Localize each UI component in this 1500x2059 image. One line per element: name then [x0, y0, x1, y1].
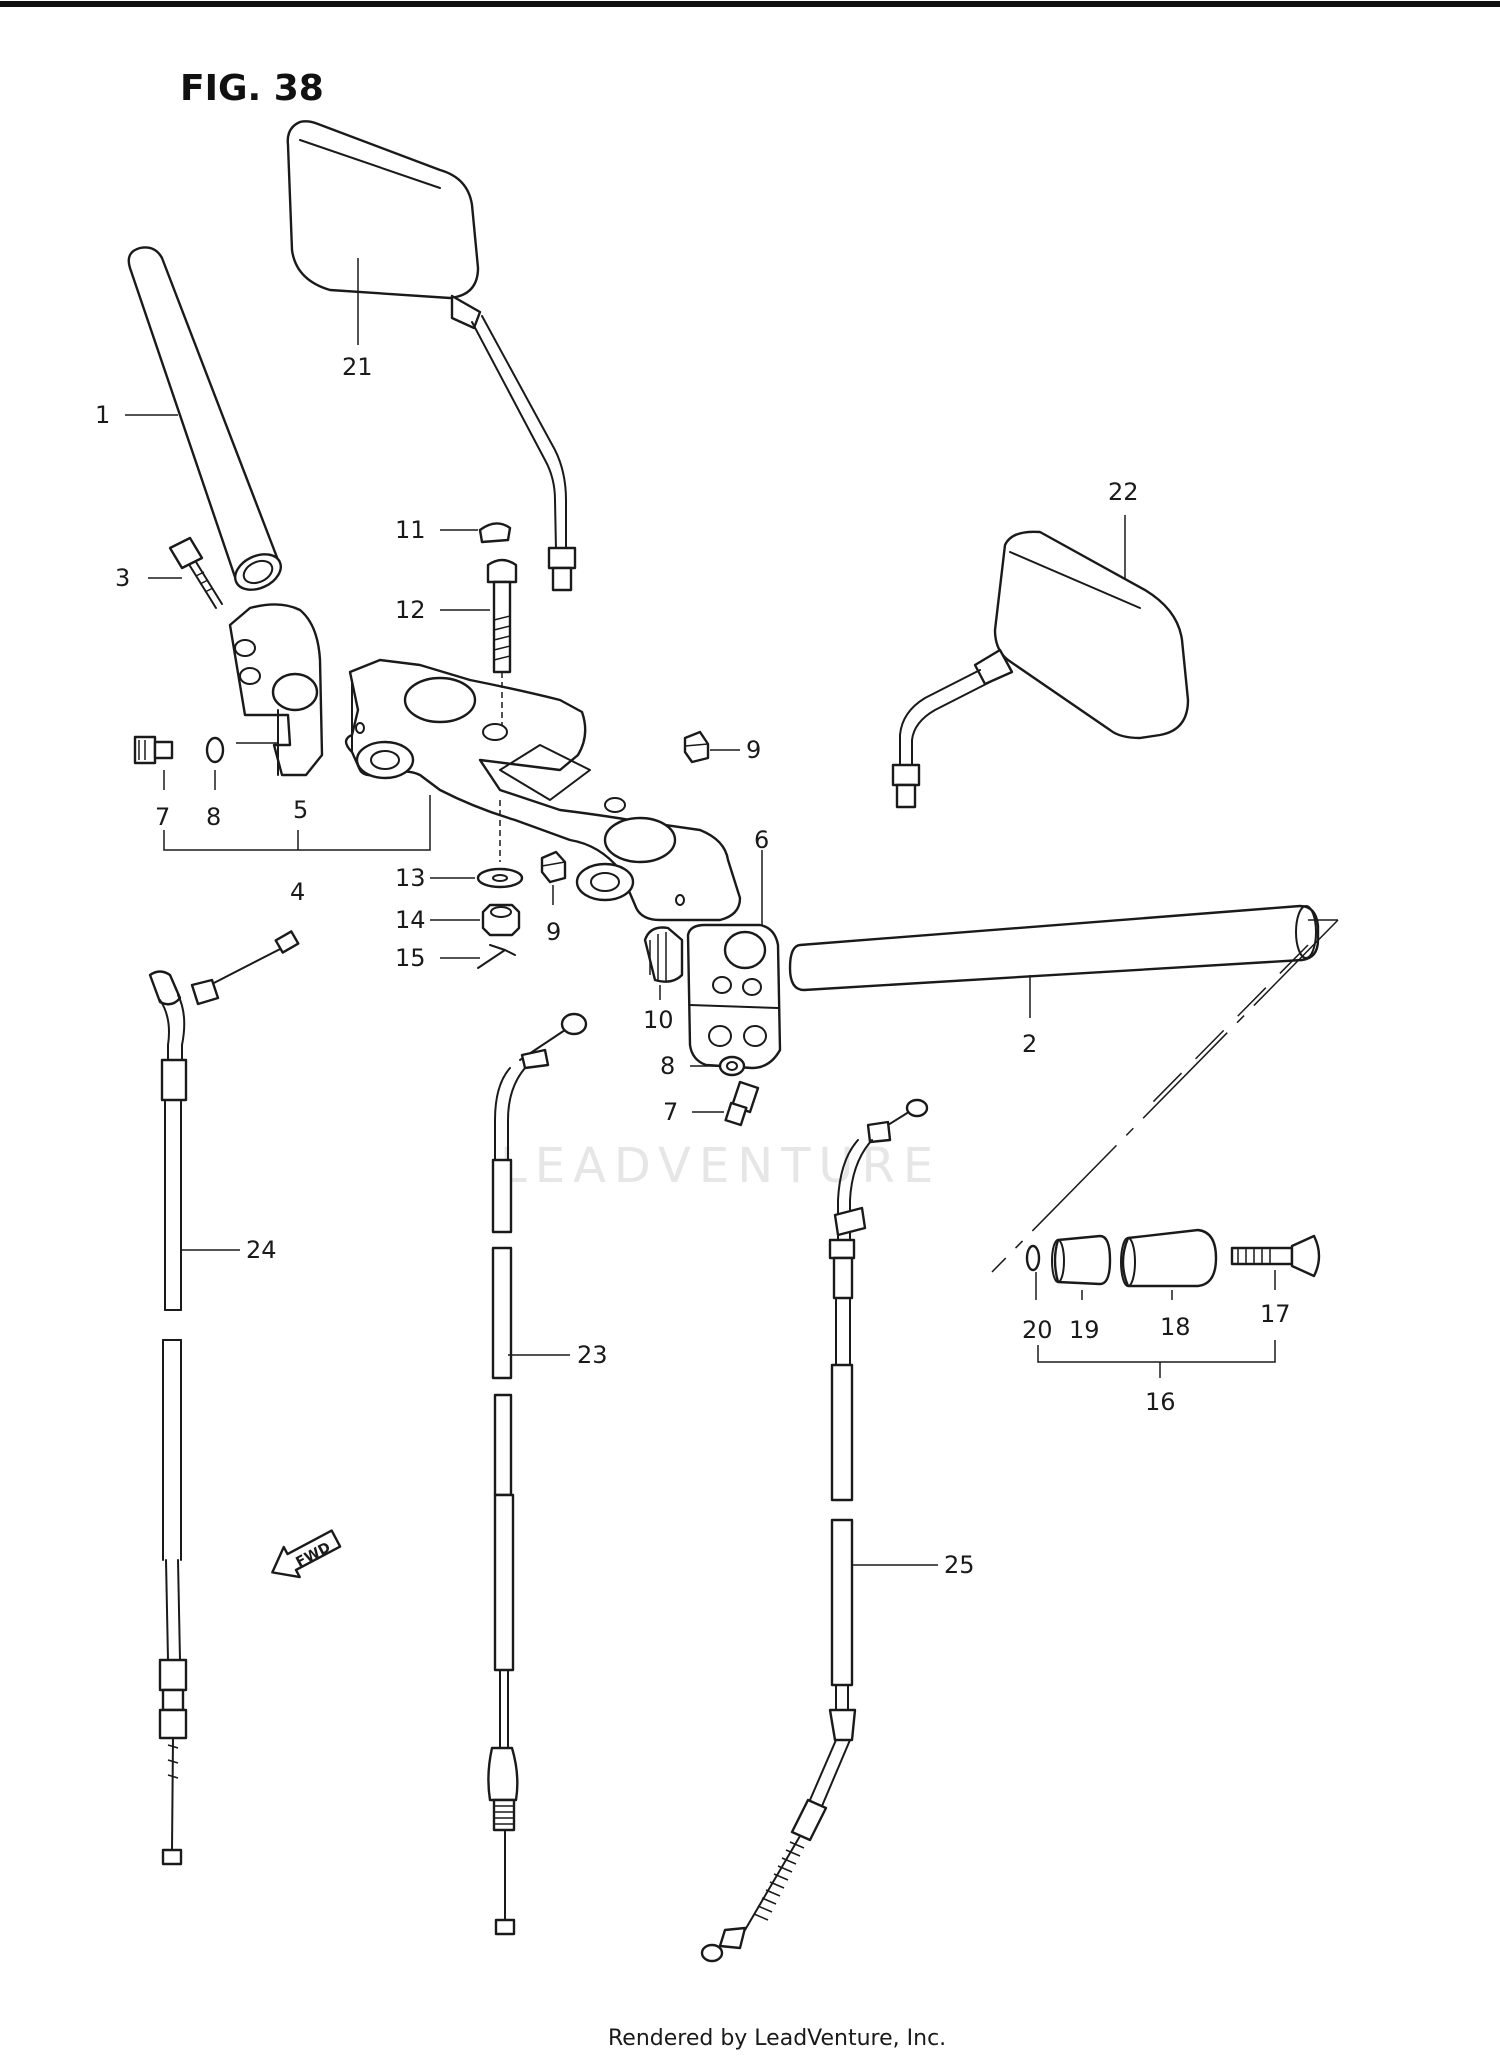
fwd-arrow-icon: FWD	[271, 1529, 342, 1579]
callout-23: 23	[577, 1341, 608, 1369]
part-13-washer[interactable]	[476, 867, 524, 889]
callout-9b: 9	[546, 918, 561, 946]
callout-1: 1	[95, 401, 110, 429]
part-5-left-clamp[interactable]	[228, 603, 324, 777]
callout-25: 25	[944, 1551, 975, 1579]
callout-8b: 8	[660, 1052, 675, 1080]
part-7-bolt-left[interactable]	[133, 735, 174, 765]
callout-15: 15	[395, 944, 426, 972]
part-2-right-grip[interactable]	[788, 904, 1320, 992]
part-22-right-mirror[interactable]	[891, 530, 1190, 809]
callout-5: 5	[293, 796, 308, 824]
expansion-line-diagonal	[991, 919, 1339, 1273]
bracket-4	[163, 795, 431, 851]
callout-20: 20	[1022, 1316, 1053, 1344]
callout-22: 22	[1108, 478, 1139, 506]
callout-19: 19	[1069, 1316, 1100, 1344]
part-1-left-grip[interactable]	[127, 246, 287, 596]
part-21-left-mirror[interactable]	[286, 120, 577, 592]
part-20-washer[interactable]	[1025, 1244, 1041, 1272]
callout-24: 24	[246, 1236, 277, 1264]
callout-17: 17	[1260, 1300, 1291, 1328]
callout-21: 21	[342, 353, 373, 381]
part-23-cable[interactable]	[487, 1012, 588, 1936]
part-9-block-lower[interactable]	[540, 850, 567, 884]
watermark: LEADVENTURE	[500, 1138, 941, 1194]
callout-10: 10	[643, 1006, 674, 1034]
part-6-right-clamp[interactable]	[686, 923, 782, 1070]
part-24-cable[interactable]	[148, 930, 300, 1866]
part-15-cotter-pin[interactable]	[477, 944, 516, 969]
callout-7b: 7	[663, 1098, 678, 1126]
figure-title: FIG. 38	[180, 68, 324, 109]
footer-credit: Rendered by LeadVenture, Inc.	[608, 2026, 946, 2051]
callout-7a: 7	[155, 803, 170, 831]
callout-11: 11	[395, 516, 426, 544]
callout-14: 14	[395, 906, 426, 934]
part-14-nut[interactable]	[481, 903, 521, 937]
callout-12: 12	[395, 596, 426, 624]
part-12-bolt[interactable]	[486, 558, 518, 674]
part-8-washer-right[interactable]	[718, 1055, 746, 1077]
callout-16: 16	[1145, 1388, 1176, 1416]
part-7-bolt-right[interactable]	[724, 1080, 760, 1127]
callout-4: 4	[290, 878, 305, 906]
part-10-knob[interactable]	[643, 926, 684, 983]
part-11-cap[interactable]	[478, 522, 512, 544]
part-3-bolt[interactable]	[168, 536, 223, 609]
bracket-16	[1037, 1340, 1276, 1363]
part-25-cable[interactable]	[700, 1098, 929, 1963]
callout-6: 6	[754, 826, 769, 854]
expansion-line-dash	[1149, 944, 1309, 1106]
part-19-inner-weight[interactable]	[1051, 1234, 1112, 1286]
part-9-block-upper[interactable]	[683, 730, 710, 764]
callout-13: 13	[395, 864, 426, 892]
part-8-washer-left[interactable]	[205, 736, 225, 764]
callout-3: 3	[115, 564, 130, 592]
part-17-screw[interactable]	[1230, 1234, 1321, 1278]
callout-2: 2	[1022, 1030, 1037, 1058]
callout-8a: 8	[206, 803, 221, 831]
callout-9a: 9	[746, 736, 761, 764]
part-18-outer-weight[interactable]	[1120, 1228, 1218, 1288]
part-4-handlebar-holder[interactable]	[344, 658, 742, 922]
callout-18: 18	[1160, 1313, 1191, 1341]
